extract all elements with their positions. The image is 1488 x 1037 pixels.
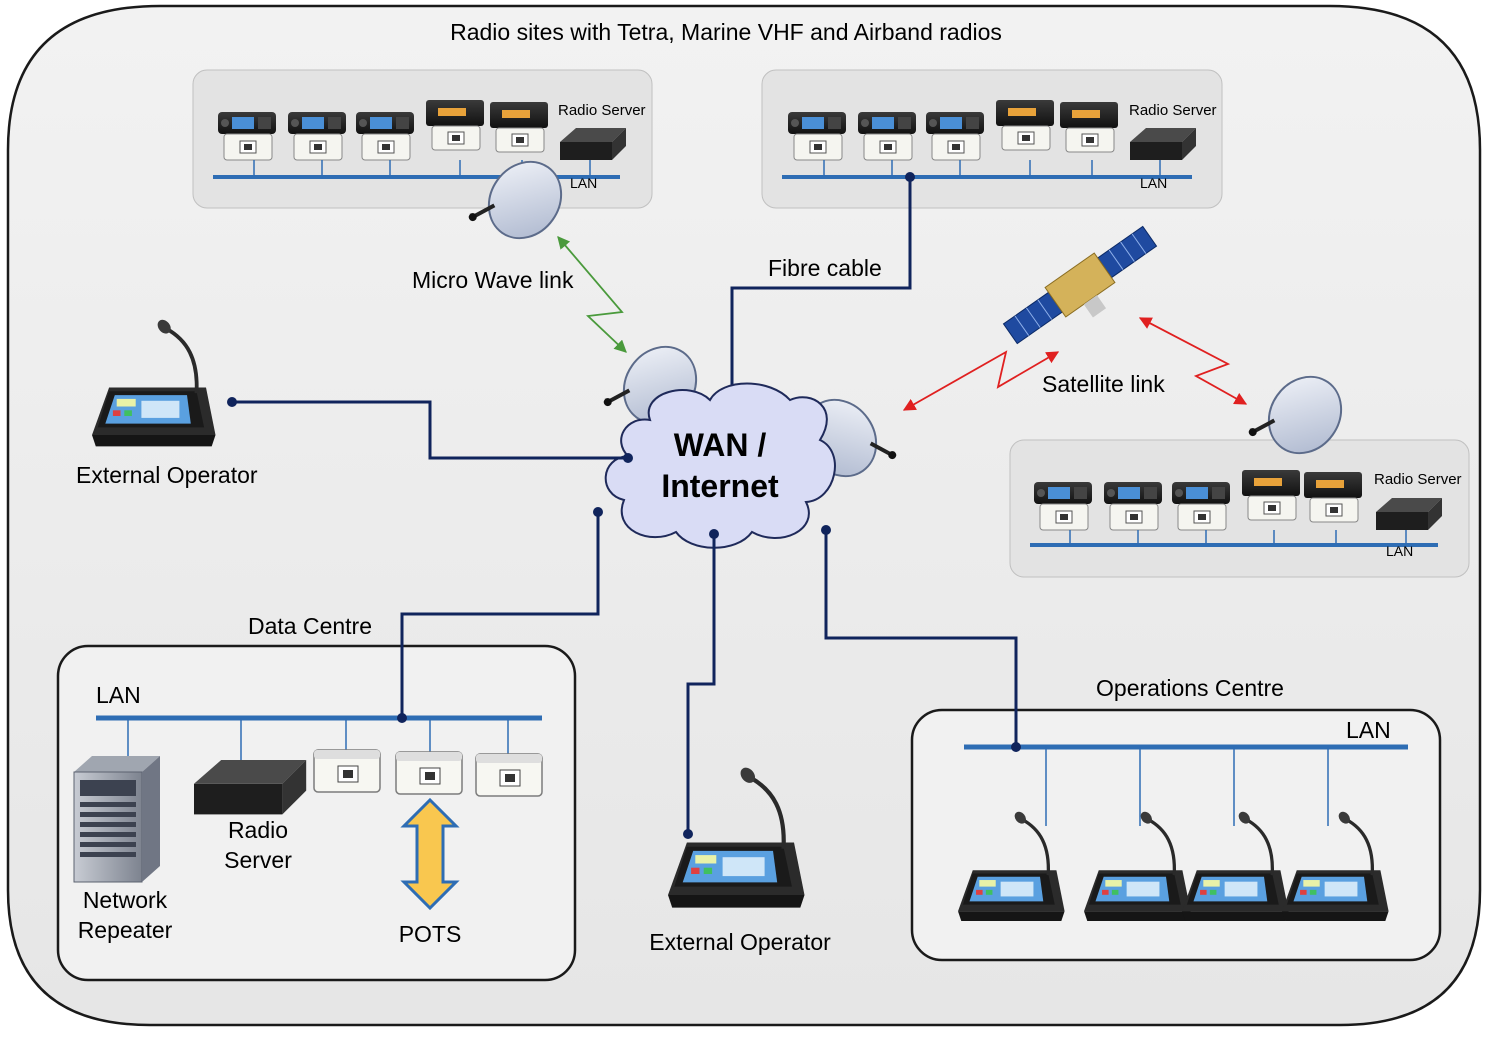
external-operator-left-line	[232, 400, 628, 460]
wan-internet-cloud	[604, 382, 836, 549]
microwave-link-label: Micro Wave link	[412, 267, 574, 293]
data-centre-interface-2	[395, 751, 463, 795]
data-centre-lan-label: LAN	[96, 682, 141, 708]
data-centre-wan-line	[400, 512, 600, 718]
microwave-link-arrow	[557, 236, 627, 353]
external-operator-bottom-label: External Operator	[649, 929, 831, 955]
data-centre-radio-server-label-line1: Radio	[228, 817, 288, 843]
operations-centre-title: Operations Centre	[1096, 675, 1284, 701]
satellite-icon	[1002, 225, 1158, 345]
fibre-cable-line	[730, 177, 912, 398]
site-2-lan-label: LAN	[1140, 175, 1167, 191]
wan-label-line1: WAN /	[674, 427, 767, 463]
external-operator-left-label: External Operator	[76, 462, 258, 488]
data-centre-panel	[56, 644, 577, 982]
operations-centre-wan-line	[824, 530, 1018, 747]
satellite-link-label: Satellite link	[1042, 371, 1165, 397]
network-repeater-label-line1: Network	[83, 887, 168, 913]
site-1-lan-label: LAN	[570, 175, 597, 191]
satellite-link-arrow-left	[902, 350, 1060, 411]
pots-arrow	[400, 797, 460, 911]
pots-label: POTS	[399, 921, 462, 947]
data-centre-title: Data Centre	[248, 613, 372, 639]
data-centre-interface-3	[475, 753, 543, 797]
site-3-lan-label: LAN	[1386, 543, 1413, 559]
satellite-link-arrow-right	[1138, 317, 1248, 405]
external-operator-bottom-line	[686, 534, 716, 834]
network-repeater-label-line2: Repeater	[78, 917, 173, 943]
diagram-title: Radio sites with Tetra, Marine VHF and A…	[450, 19, 1002, 45]
site-2-radio-server-label: Radio Server	[1129, 102, 1217, 119]
wan-label-line2: Internet	[661, 468, 779, 504]
site-1-radio-server-label: Radio Server	[558, 102, 646, 119]
network-repeater-icon	[73, 756, 160, 883]
operations-centre-lan-label: LAN	[1346, 717, 1391, 743]
data-centre-radio-server-label-line2: Server	[224, 847, 292, 873]
fibre-cable-label: Fibre cable	[768, 255, 882, 281]
data-centre-interface-1	[313, 749, 381, 793]
site-3-radio-server-label: Radio Server	[1374, 471, 1462, 488]
